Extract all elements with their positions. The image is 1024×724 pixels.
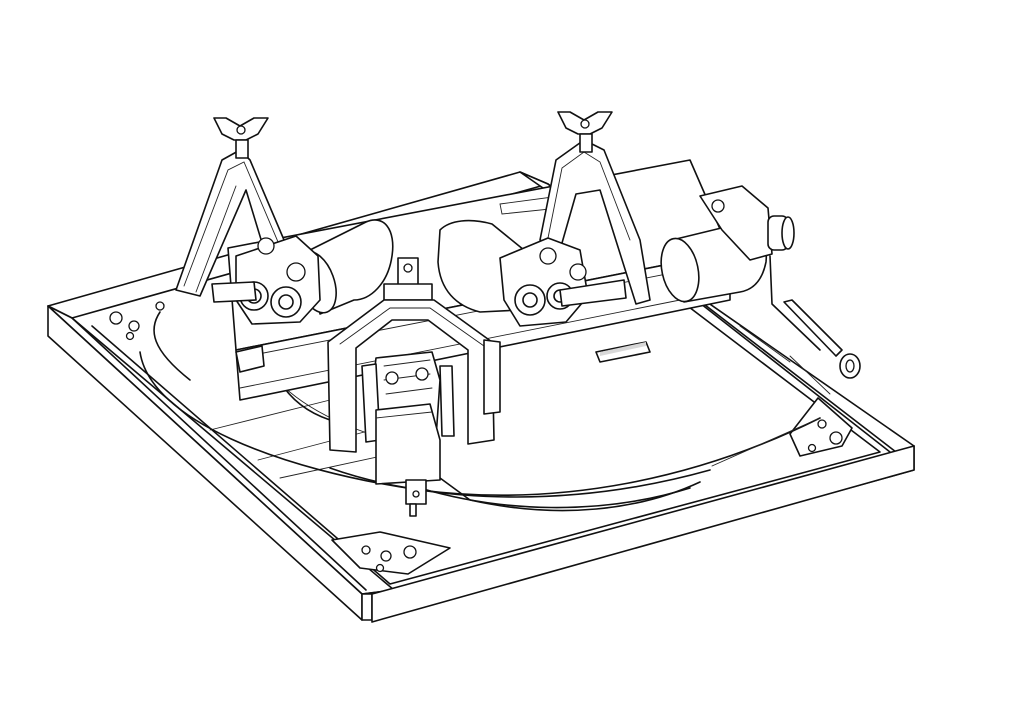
right-motor-assembly xyxy=(437,111,651,327)
mount-hole xyxy=(403,545,417,559)
actuator-rod xyxy=(783,299,843,357)
central-carriage xyxy=(327,257,501,517)
mount-hole xyxy=(125,331,135,341)
mount-hole xyxy=(807,443,817,453)
corner-plate-front xyxy=(331,531,451,575)
base-frame xyxy=(47,171,915,623)
carriage-bracket xyxy=(327,299,495,453)
carriage-block xyxy=(375,403,441,485)
left-motor-assembly xyxy=(175,117,394,325)
mount-hole xyxy=(128,320,140,332)
mount-hole xyxy=(817,419,827,429)
right-actuator xyxy=(660,185,861,379)
mount-hole xyxy=(375,563,385,573)
right-yoke xyxy=(539,139,651,305)
mount-hole xyxy=(155,301,165,311)
mount-hole xyxy=(109,311,123,325)
mount-hole xyxy=(380,550,392,562)
mount-hole xyxy=(361,545,371,555)
mount-hole xyxy=(829,431,843,445)
